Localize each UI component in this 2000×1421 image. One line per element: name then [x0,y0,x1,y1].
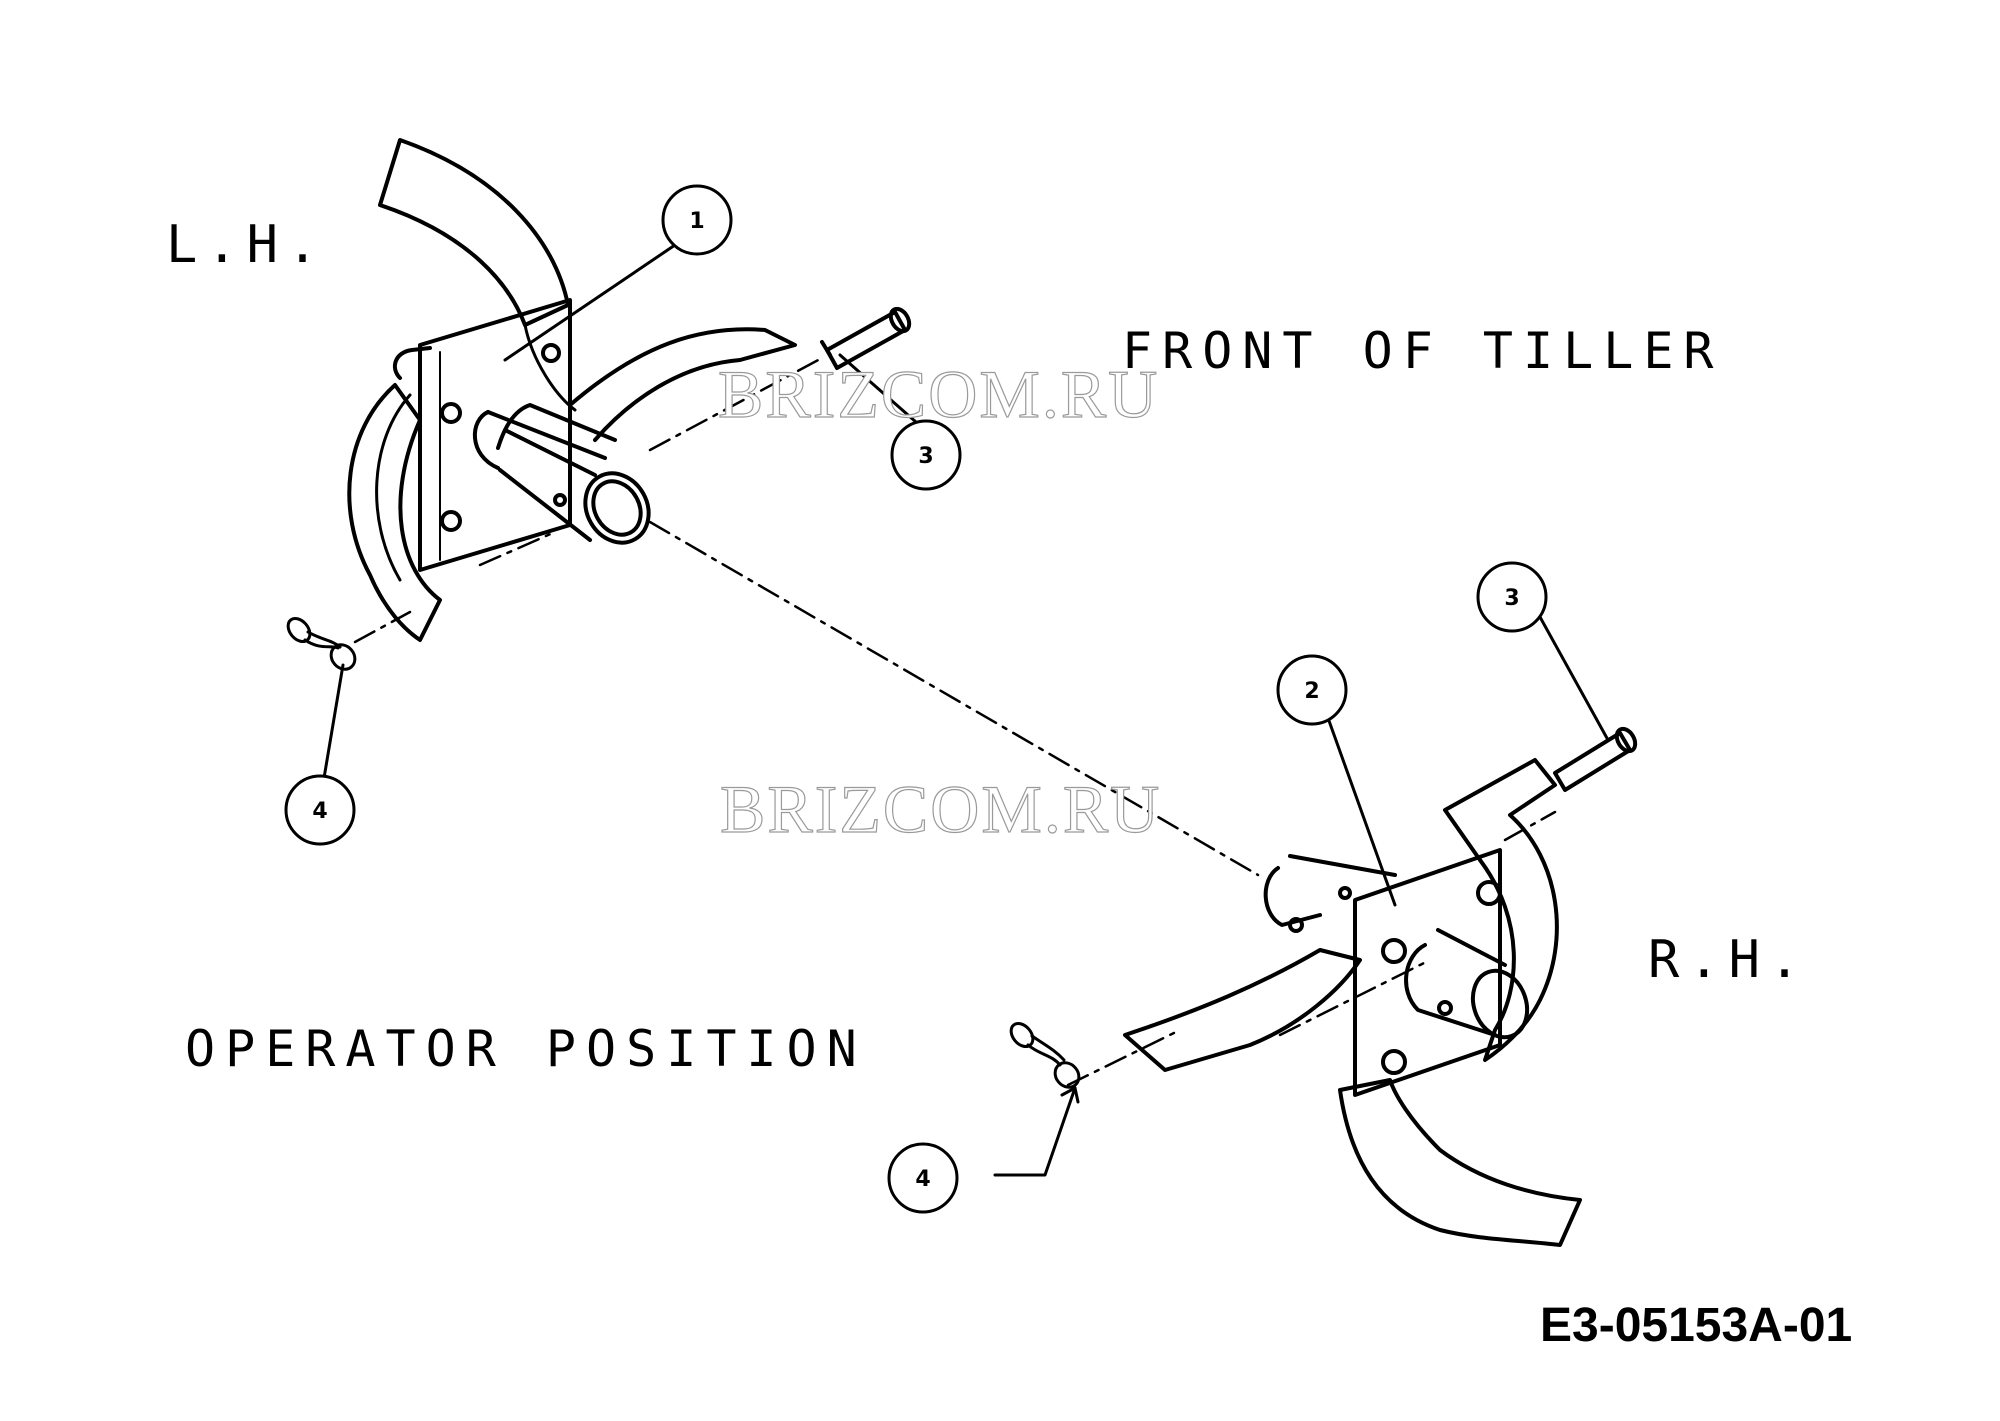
svg-text:4: 4 [312,799,327,824]
svg-text:3: 3 [1504,586,1519,611]
svg-text:4: 4 [915,1167,930,1192]
callout-2: 2 [1276,654,1348,726]
hairpin-clip-right [1009,1021,1081,1089]
right-bottom-blade [1338,1078,1582,1247]
callout-4-left: 4 [284,774,356,846]
left-upper-blade [378,138,570,327]
right-flange-plate [1353,848,1502,1097]
left-hand-label: L.H. [166,215,328,275]
right-lower-blade [1123,948,1362,1072]
right-hub-tube [1404,928,1507,1037]
hairpin-clip-left [286,616,357,671]
callout-3-lower: 3 [1476,561,1548,633]
drawing-number: E3-05153A-01 [1540,1299,1853,1352]
callout-3-upper: 3 [890,419,962,491]
pin-lower [1553,726,1638,792]
left-side-blade [568,327,797,442]
right-tine-assembly [1123,758,1582,1247]
watermark-upper: BRIZCOM.RU [717,355,1160,432]
right-inner-sleeve [1263,854,1397,927]
right-hand-label: R.H. [1648,930,1810,990]
centerlines [353,356,1557,1087]
left-tine-assembly [347,138,797,642]
operator-position-label: OPERATOR POSITION [185,1020,867,1078]
front-of-tiller-label: FRONT OF TILLER [1122,322,1724,380]
callout-4-right: 4 [887,1142,959,1214]
left-hub-opening [583,471,651,545]
svg-text:1: 1 [689,209,704,234]
left-hub-tube [486,403,617,460]
callout-bubbles: 1 3 4 2 3 4 [284,184,1548,1214]
pin-upper [820,306,912,370]
left-rear-blade [347,383,442,642]
svg-text:3: 3 [918,444,933,469]
watermark-lower: BRIZCOM.RU [719,770,1162,847]
right-hub-opening [1470,968,1530,1040]
leader-lines [320,243,1610,1177]
svg-text:2: 2 [1304,679,1319,704]
callout-1: 1 [661,184,733,256]
